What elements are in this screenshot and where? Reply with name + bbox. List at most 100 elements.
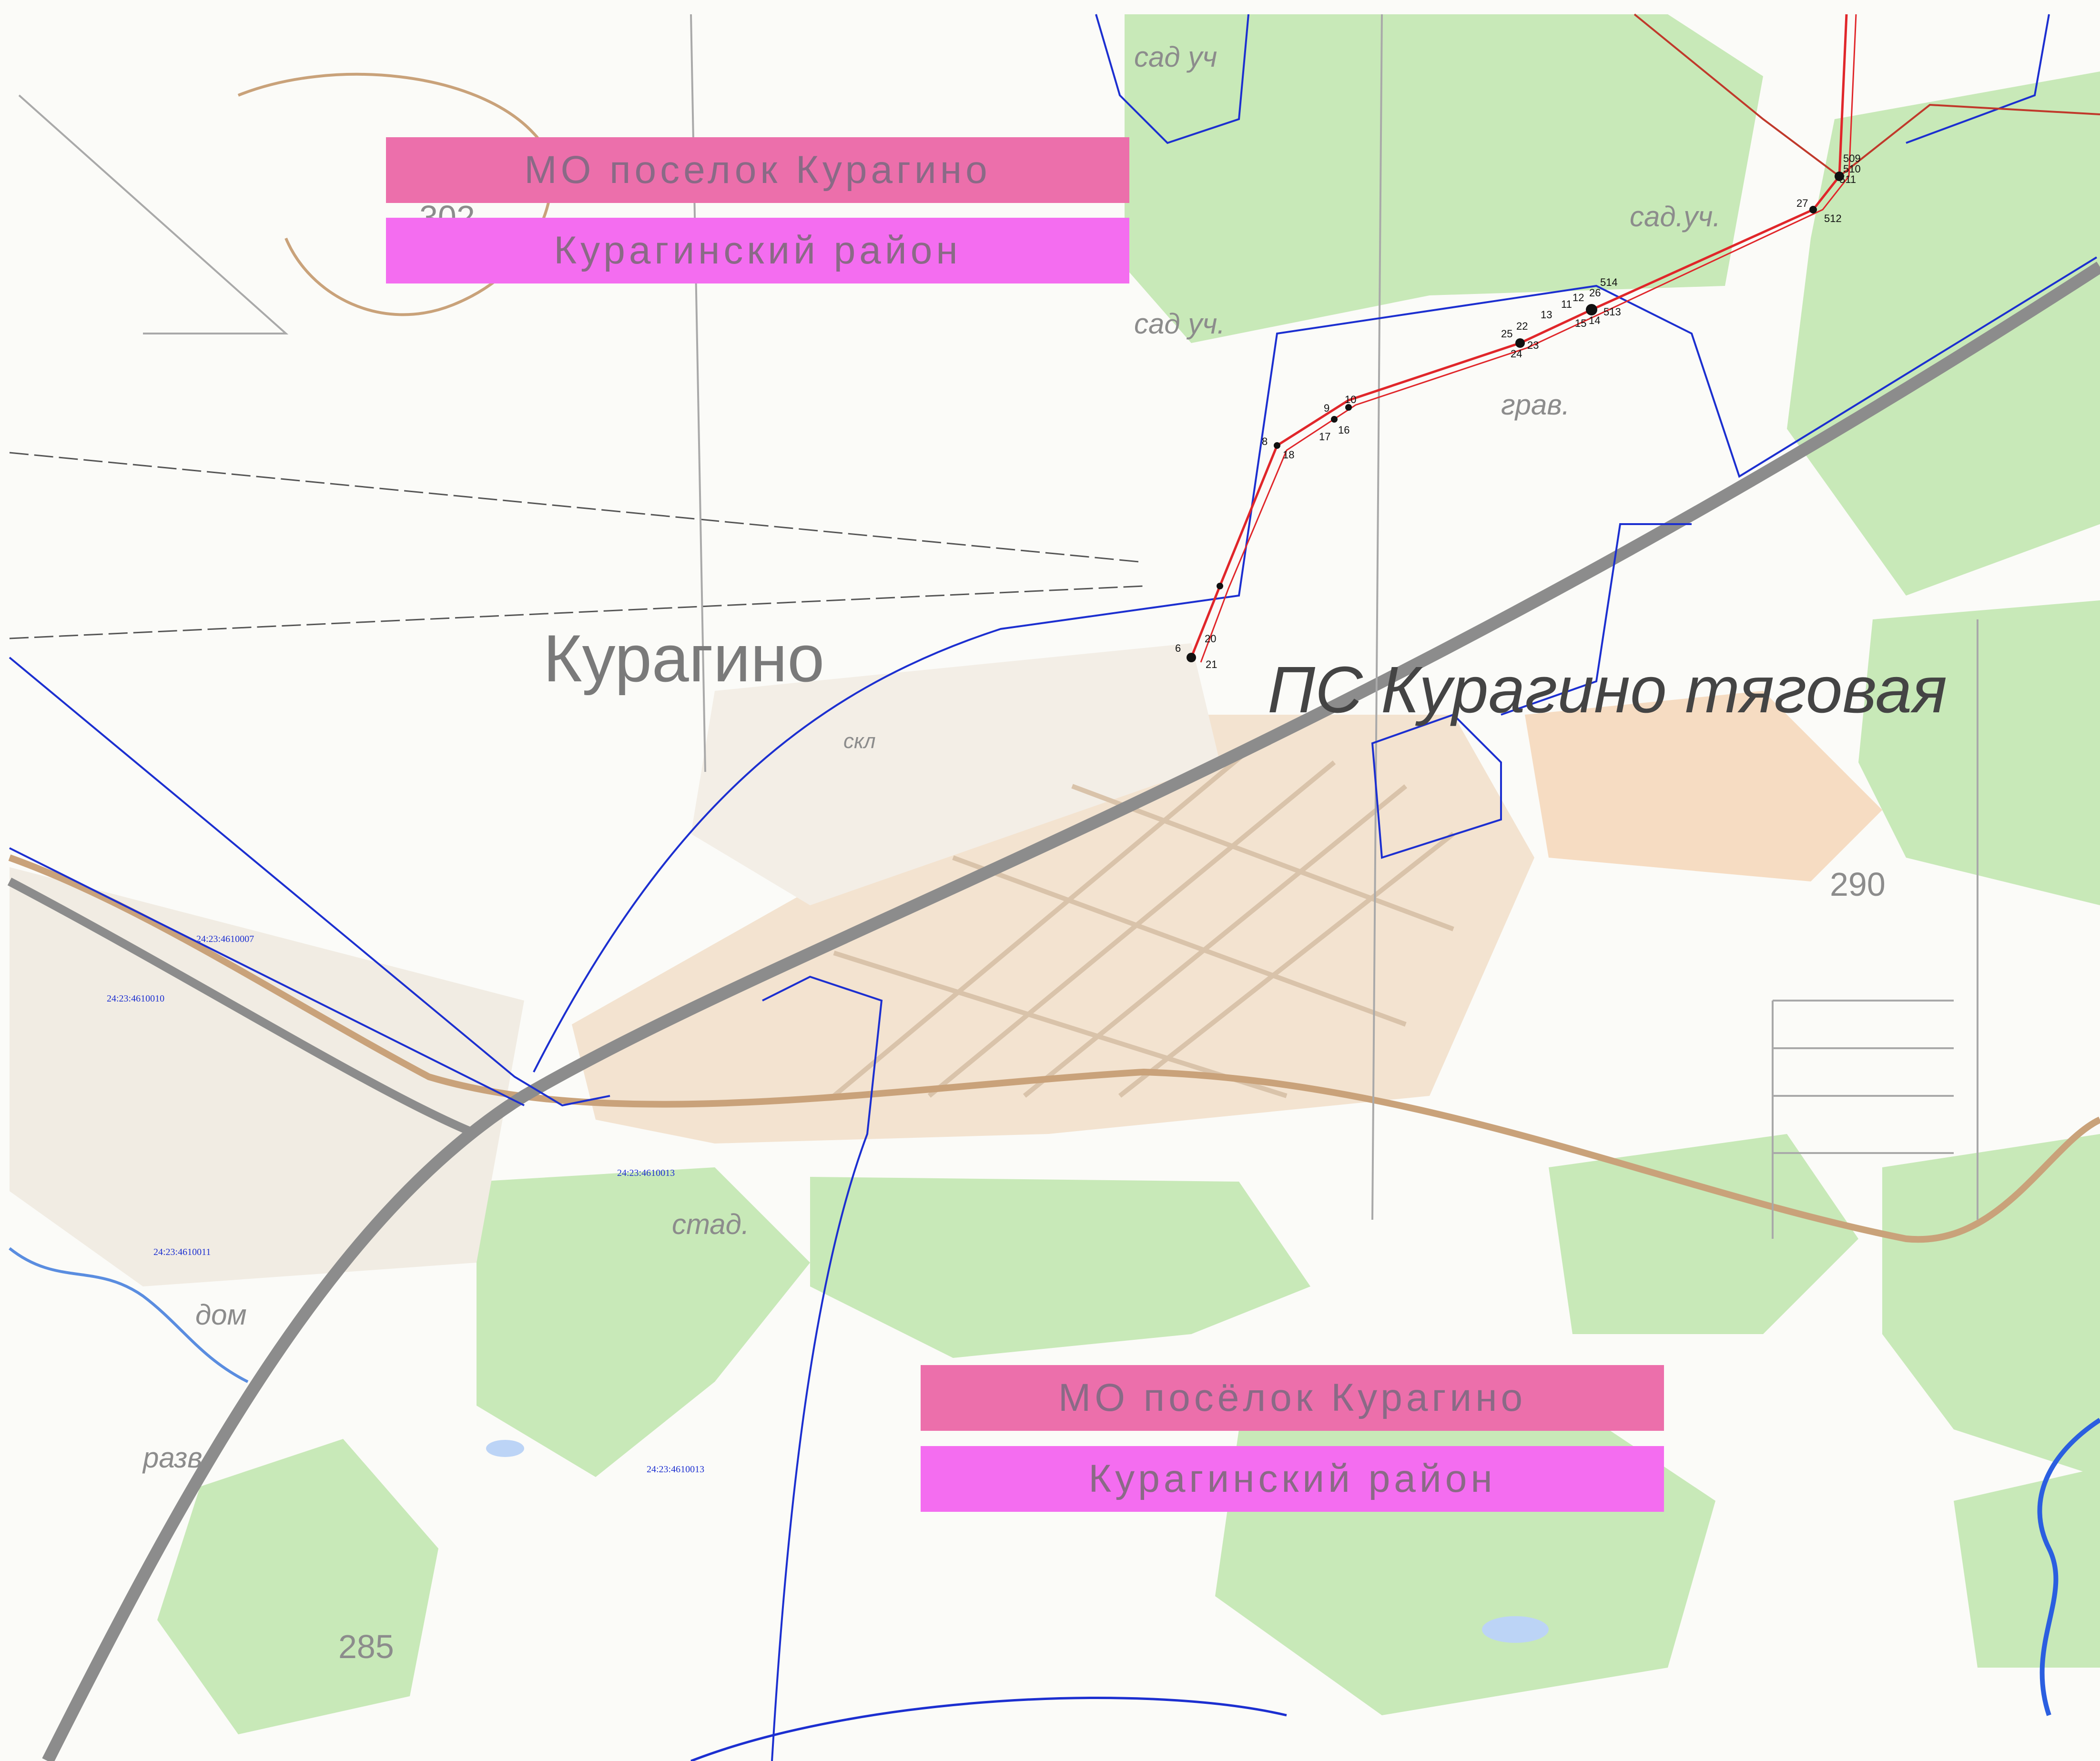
forest-area-north <box>1125 14 1763 343</box>
substation-label: ПС Курагино тяговая <box>1268 653 1947 727</box>
cadastral-boundaries <box>9 14 2098 1761</box>
stream-west <box>9 1247 249 1383</box>
main-road <box>8 854 2100 1243</box>
point-label: 13 <box>1541 309 1552 321</box>
forest-area-southeast <box>1882 1134 2100 1477</box>
street <box>927 760 1336 1098</box>
settlement-north <box>691 643 1220 905</box>
street-grid <box>832 737 1455 1098</box>
road <box>1371 14 1383 1220</box>
point-label: 6 <box>1175 642 1181 654</box>
elevation-label: 285 <box>338 1628 394 1665</box>
cadastral-label: 24:23:4610007 <box>196 934 254 944</box>
settlement-core <box>572 715 1534 1144</box>
cadastral-label: 24:23:4610010 <box>107 993 164 1004</box>
municipality-banner-bottom: МО посёлок Курагино <box>921 1365 1664 1431</box>
road <box>18 94 289 334</box>
route-vertex <box>1515 338 1525 348</box>
point-label: 8 <box>1262 435 1268 447</box>
boundary <box>9 847 525 1106</box>
route-point-labels: 509 510 511 512 27 514 26 12 11 513 15 1… <box>1175 152 1861 670</box>
route-vertices <box>1187 172 1844 662</box>
railway-branch <box>7 878 478 1138</box>
route-vertex <box>1835 172 1844 181</box>
cadastral-label: 24:23:4610013 <box>647 1464 704 1475</box>
point-label: 20 <box>1205 633 1216 645</box>
street <box>1071 784 1454 931</box>
point-label: 510 <box>1843 163 1861 175</box>
point-label: 11 <box>1561 298 1572 310</box>
houses-label: дом <box>195 1299 247 1331</box>
point-label: 21 <box>1206 658 1217 670</box>
map-labels: Курагино ПС Курагино тяговая сад уч сад.… <box>142 41 1947 1665</box>
forest-area-east-2 <box>1858 600 2100 905</box>
point-label: 514 <box>1600 276 1618 288</box>
route-vertex <box>1809 206 1817 213</box>
forest-area-far-southeast <box>1954 1468 2100 1668</box>
forest-area-southwest <box>157 1439 438 1734</box>
cadastral-label: 24:23:4610013 <box>617 1168 675 1178</box>
point-label: 23 <box>1527 339 1539 351</box>
point-label: 10 <box>1345 394 1356 405</box>
street <box>952 855 1407 1027</box>
railway-main <box>42 262 2100 1761</box>
boundary <box>1095 14 1249 144</box>
town-label: Курагино <box>543 621 824 696</box>
route-line-offset <box>1200 14 1857 663</box>
forest-area-south-2 <box>810 1177 1310 1358</box>
pond <box>1482 1616 1549 1643</box>
garden-label: сад уч <box>1134 41 1217 73</box>
boundary <box>1371 713 1502 859</box>
point-label: 27 <box>1796 197 1808 209</box>
warehouse-label: скл <box>843 729 876 753</box>
railway-north <box>9 452 1144 563</box>
forest-area-east <box>1787 71 2100 596</box>
municipality-banner-top: МО поселок Курагино <box>386 137 1129 203</box>
route-vertex <box>1187 653 1196 662</box>
boundary <box>1906 14 2050 144</box>
gravel-label: грав. <box>1501 389 1570 421</box>
district-banner-text: Курагинский район <box>554 229 962 272</box>
pond <box>486 1440 524 1457</box>
district-banner-text: Курагинский район <box>1088 1457 1496 1500</box>
point-label: 18 <box>1283 449 1294 461</box>
forest-area-south-4 <box>1549 1134 1858 1334</box>
point-label: 26 <box>1589 287 1601 299</box>
railway <box>7 262 2100 1761</box>
water-features <box>9 1247 2100 1716</box>
point-label: 15 <box>1575 317 1586 329</box>
boundary <box>690 1697 1287 1761</box>
route-vertex <box>1274 442 1280 449</box>
settlement-east <box>1525 691 1882 881</box>
boundary <box>9 657 610 1107</box>
power-line-route <box>1187 13 2100 663</box>
point-label: 24 <box>1511 348 1522 360</box>
point-label: 511 <box>1839 173 1856 185</box>
forest-area-south-1 <box>477 1167 810 1477</box>
ruins-label: разв <box>142 1442 203 1474</box>
settlement-west <box>10 867 524 1286</box>
garden-label: сад.уч. <box>1630 201 1721 233</box>
point-label: 25 <box>1501 328 1512 340</box>
point-label: 9 <box>1324 402 1329 414</box>
elevation-label: 290 <box>1830 866 1886 903</box>
street <box>833 951 1288 1098</box>
district-banner-bottom: Курагинский район <box>921 1446 1664 1512</box>
street <box>1023 784 1408 1098</box>
municipality-banner-text: МО посёлок Курагино <box>1058 1376 1527 1419</box>
boundary <box>1501 523 1692 716</box>
municipality-banner-text: МО поселок Курагино <box>524 148 991 192</box>
route-vertex <box>1331 416 1338 423</box>
point-label: 12 <box>1572 292 1584 304</box>
route-vertex <box>1217 583 1223 589</box>
boundary <box>762 975 883 1761</box>
stadium-label: стад. <box>672 1208 750 1240</box>
point-label: 17 <box>1319 431 1330 443</box>
point-label: 509 <box>1843 152 1861 164</box>
cadastral-label: 24:23:4610011 <box>153 1247 211 1257</box>
cadastral-labels: 24:23:4610007 24:23:4610010 24:23:461001… <box>107 934 704 1475</box>
point-label: 14 <box>1589 314 1600 326</box>
street <box>1118 832 1455 1098</box>
river-east <box>2037 1417 2100 1716</box>
